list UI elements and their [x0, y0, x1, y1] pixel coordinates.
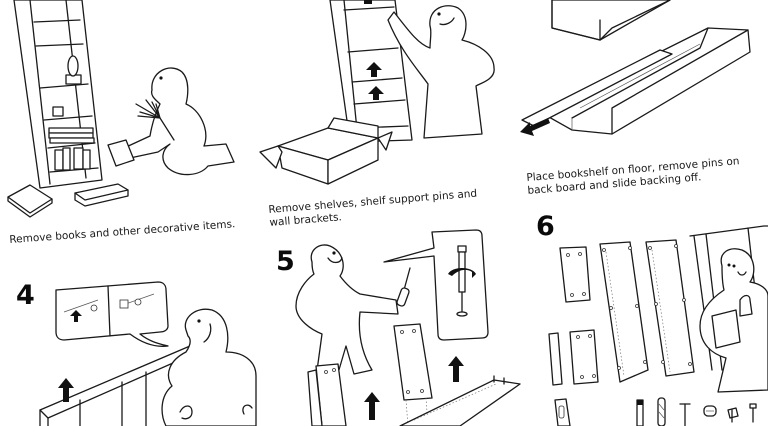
cam-bolt-icon [448, 245, 476, 317]
step-6-illustration [548, 225, 768, 426]
bookshelf-icon [13, 0, 103, 189]
arrow-up-icon [448, 356, 464, 382]
screw-icon [749, 403, 757, 423]
side-panel-icon [307, 363, 347, 426]
arrow-up-icon [364, 392, 380, 420]
step-5-illustration [295, 229, 521, 426]
speech-bubble [55, 281, 169, 347]
long-panel-icon [599, 241, 649, 383]
wooden-dowel-icon [657, 397, 666, 426]
bookshelf-lying-icon [539, 27, 751, 135]
bottom-shelf-icon [399, 375, 521, 426]
cam-bolt-icon [636, 399, 644, 426]
shelf-pin-icon [727, 407, 739, 423]
step-4-illustration [39, 281, 257, 426]
figure-icon [387, 5, 495, 139]
step-1-illustration [7, 0, 235, 218]
figure-icon [161, 308, 257, 426]
step-number-5: 5 [276, 246, 295, 277]
cam-lock-icon [703, 405, 717, 417]
step-number-4: 4 [16, 280, 35, 311]
arrow-left-icon [520, 118, 550, 136]
figure-icon [107, 67, 235, 176]
bracket-icon [554, 398, 571, 426]
arrow-up-icon [70, 310, 82, 322]
book-icon [74, 183, 129, 207]
speech-bubble [383, 229, 489, 341]
step-number-6: 6 [536, 211, 555, 242]
bookshelf-icon [329, 0, 413, 143]
nail-icon [679, 403, 691, 426]
small-panel-icon [569, 329, 599, 385]
panel-icon [393, 323, 433, 426]
cardboard-box-icon [259, 117, 393, 185]
figure-icon [295, 244, 411, 381]
step-2-illustration [259, 0, 495, 185]
shelf-box-icon [551, 0, 671, 41]
small-panel-icon [559, 246, 591, 303]
arrow-up-icon [58, 378, 74, 402]
narrow-panel-icon [548, 332, 563, 386]
long-panel-icon [645, 239, 695, 377]
hardware-parts [554, 397, 757, 426]
book-icon [7, 184, 53, 218]
figure-thumbs-up-icon [699, 248, 768, 393]
step-3-illustration [520, 0, 751, 136]
